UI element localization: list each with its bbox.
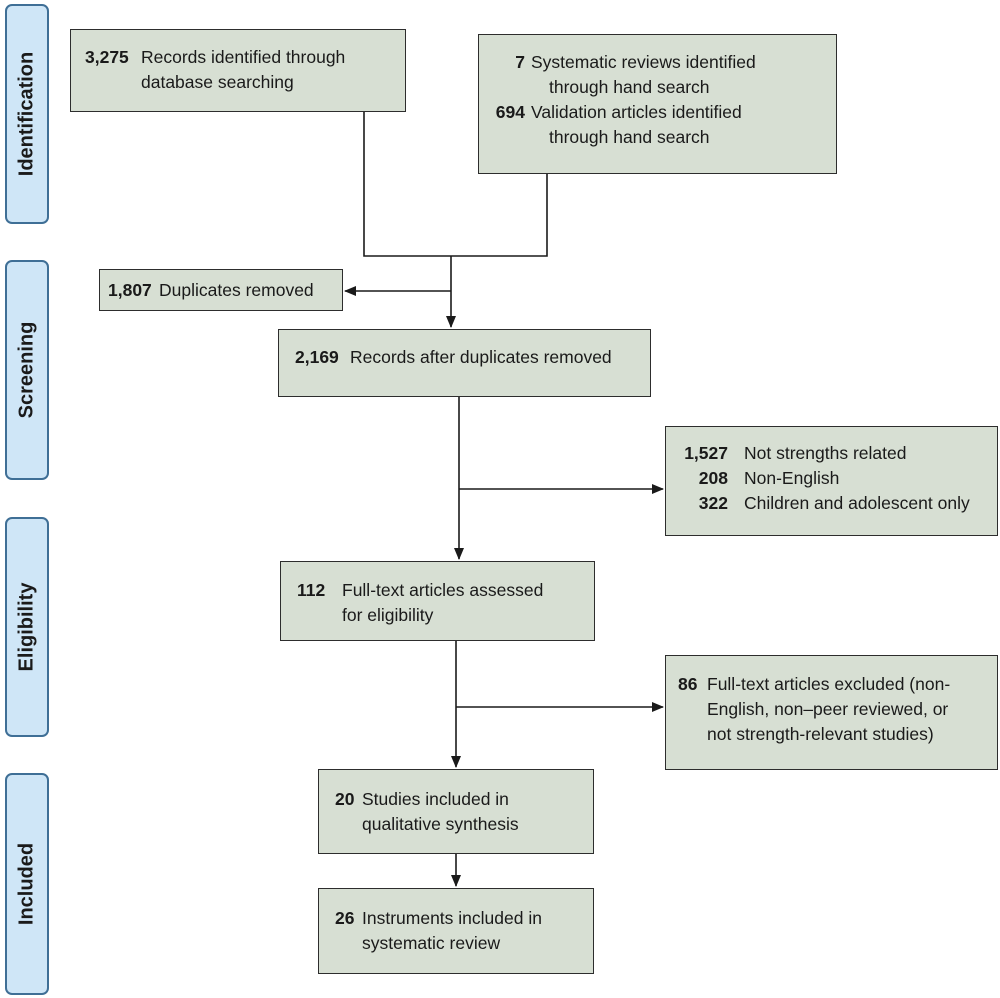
full-text-excluded-count: 86 (678, 674, 698, 694)
duplicates-removed-count: 1,807 (108, 280, 152, 300)
instruments-included-count: 26 (335, 908, 355, 928)
systematic-reviews-count: 7 (515, 52, 525, 72)
systematic-reviews-line1: Systematic reviews identified (531, 52, 756, 72)
after-duplicates-count: 2,169 (295, 347, 339, 367)
instruments-included-line2: systematic review (362, 933, 501, 953)
duplicates-removed-text: Duplicates removed (159, 280, 314, 300)
screening-exclusions-box: 1,527 Not strengths related 208 Non-Engl… (665, 426, 998, 536)
instruments-included-box: 26 Instruments included in systematic re… (318, 888, 594, 974)
exclusion-count-not-strengths: 1,527 (684, 443, 728, 463)
stage-included: Included (5, 773, 49, 995)
full-text-excluded-box: 86 Full-text articles excluded (non- Eng… (665, 655, 998, 770)
stage-identification: Identification (5, 4, 49, 224)
after-duplicates-text: Records after duplicates removed (350, 347, 612, 367)
hand-search-box: 7 Systematic reviews identified through … (478, 34, 837, 174)
full-text-excluded-line2: English, non–peer reviewed, or (707, 699, 949, 719)
full-text-assessed-box: 112 Full-text articles assessed for elig… (280, 561, 595, 641)
validation-articles-count: 694 (495, 102, 525, 122)
qualitative-synthesis-line1: Studies included in (362, 789, 509, 809)
qualitative-synthesis-box: 20 Studies included in qualitative synth… (318, 769, 594, 854)
after-duplicates-box: 2,169 Records after duplicates removed (278, 329, 651, 397)
merge-connector (363, 111, 548, 257)
full-text-assessed-line2: for eligibility (342, 605, 434, 625)
database-records-box: 3,275 Records identified through databas… (70, 29, 406, 112)
full-text-excluded-line1: Full-text articles excluded (non- (707, 674, 951, 694)
exclusion-text-non-english: Non-English (744, 468, 840, 488)
exclusion-text-not-strengths: Not strengths related (744, 443, 907, 463)
duplicates-removed-box: 1,807 Duplicates removed (99, 269, 343, 311)
qualitative-synthesis-count: 20 (335, 789, 355, 809)
exclusion-count-children: 322 (698, 493, 728, 513)
systematic-reviews-line2: through hand search (549, 77, 710, 97)
qualitative-synthesis-line2: qualitative synthesis (362, 814, 519, 834)
stage-screening: Screening (5, 260, 49, 480)
database-records-line2: database searching (141, 72, 294, 92)
instruments-included-line1: Instruments included in (362, 908, 542, 928)
full-text-assessed-count: 112 (297, 580, 326, 600)
validation-articles-line1: Validation articles identified (531, 102, 742, 122)
database-records-line1: Records identified through (141, 47, 346, 67)
database-records-count: 3,275 (85, 47, 129, 67)
full-text-excluded-line3: not strength-relevant studies) (707, 724, 934, 744)
stage-eligibility: Eligibility (5, 517, 49, 737)
validation-articles-line2: through hand search (549, 127, 710, 147)
exclusion-text-children: Children and adolescent only (744, 493, 970, 513)
exclusion-count-non-english: 208 (698, 468, 728, 488)
full-text-assessed-line1: Full-text articles assessed (342, 580, 544, 600)
